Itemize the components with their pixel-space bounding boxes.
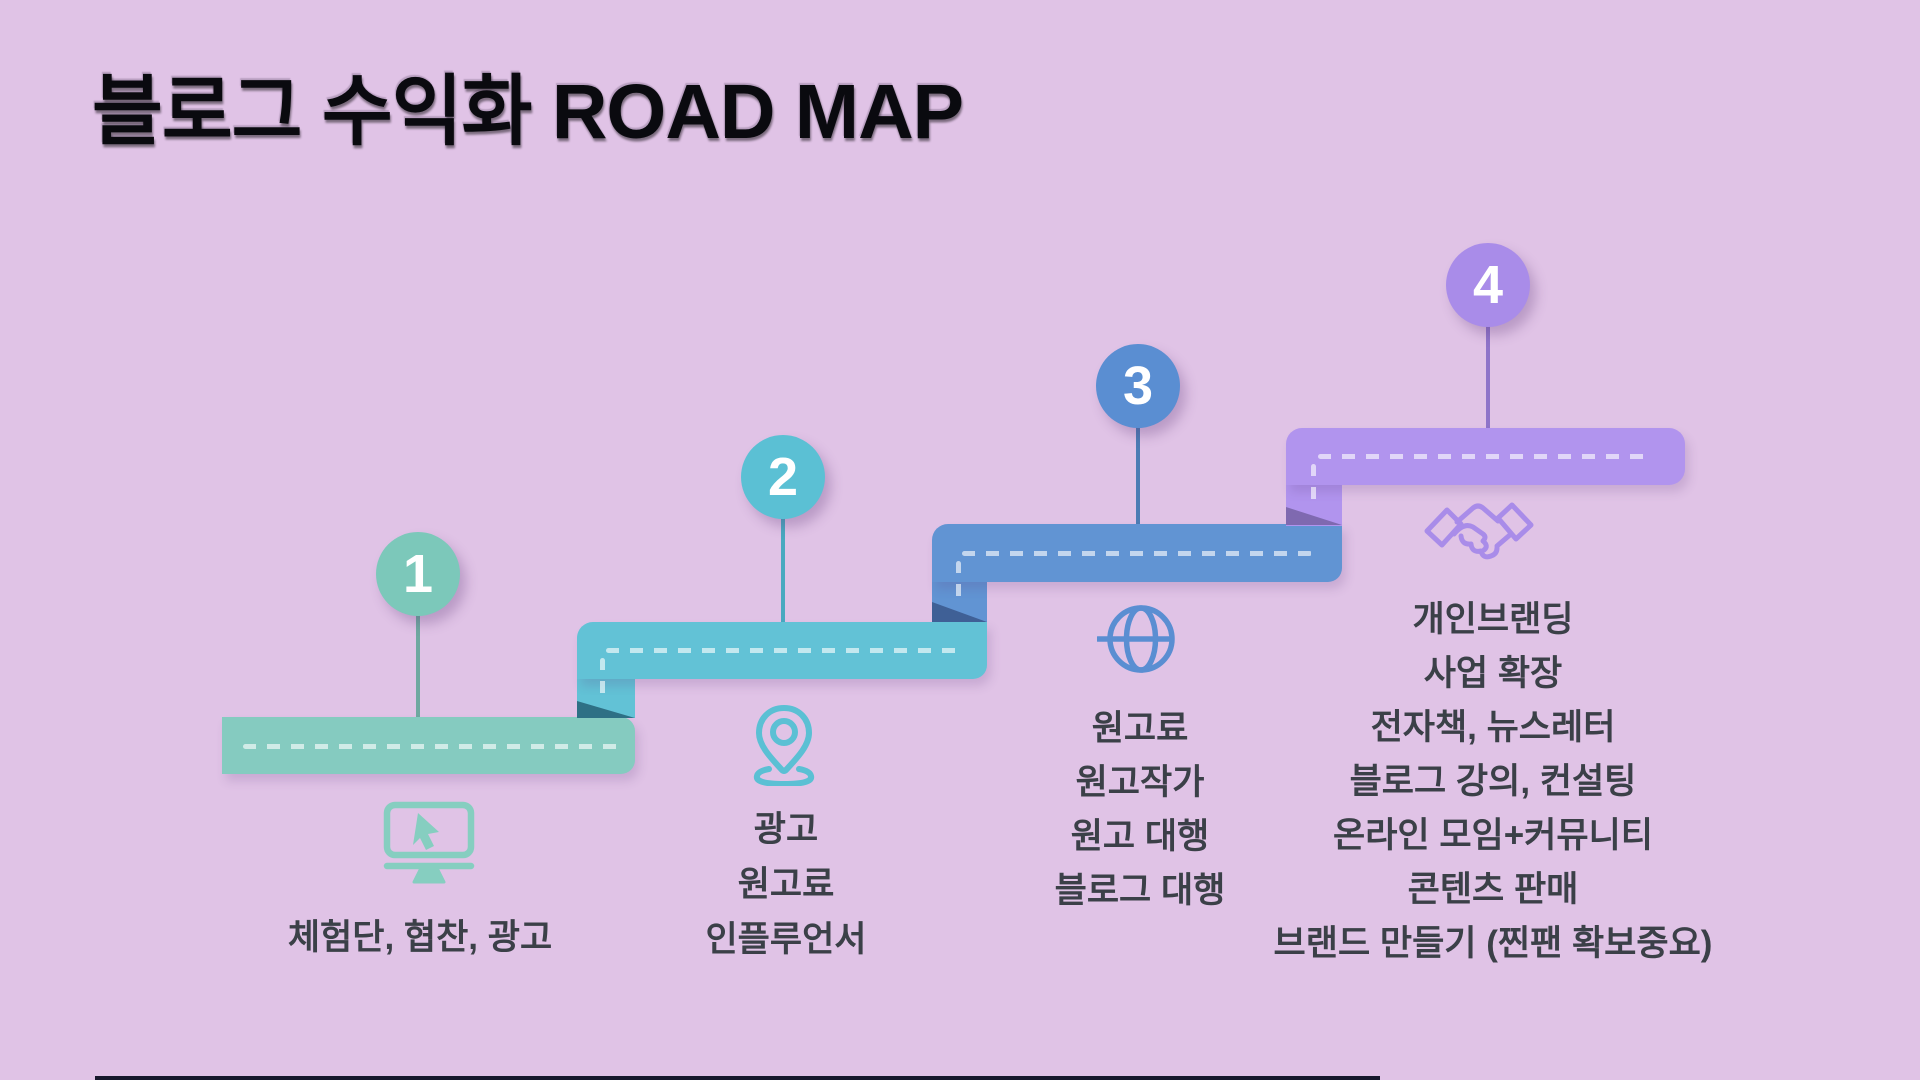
step-4-road-dashes	[1318, 454, 1654, 459]
globe-icon	[1097, 605, 1175, 673]
bottom-edge-strip	[95, 1076, 1380, 1080]
step-3-riser-dashes	[956, 561, 961, 602]
step-4-label-line: 블로그 강의, 컨설팅	[1349, 762, 1637, 801]
step-3-label: 원고료 원고작가 원고 대행 블로그 대행	[940, 702, 1340, 918]
step-1-road-dashes	[243, 744, 621, 749]
step-4-label-line: 개인브랜딩	[1412, 600, 1574, 639]
step-4-label-line: 콘텐츠 판매	[1407, 870, 1579, 909]
step-4-stem-line	[1486, 326, 1490, 429]
location-pin-icon	[753, 705, 815, 786]
step-4-number-badge: 4	[1446, 243, 1530, 327]
step-1-stem-line	[416, 614, 420, 718]
step-4-label-line: 전자책, 뉴스레터	[1370, 708, 1616, 747]
step-2-label-line: 인플루언서	[705, 920, 867, 959]
step-2-road-dashes	[606, 648, 958, 653]
page-title: 블로그 수익화 ROAD MAP	[92, 69, 964, 155]
step-4-label-line: 사업 확장	[1423, 654, 1563, 693]
step-3-label-line: 블로그 대행	[1054, 871, 1226, 910]
step-2-number-badge: 2	[741, 435, 825, 519]
step-3-label-line: 원고작가	[1075, 763, 1205, 802]
cursor-arrow-icon	[413, 813, 439, 850]
step-3-stem-line	[1136, 424, 1140, 526]
step-2-riser-dashes	[600, 658, 605, 702]
step-1-label: 체험단, 협찬, 광고	[200, 910, 640, 966]
step-4-label-line: 브랜드 만들기 (찐팬 확보중요)	[1273, 924, 1713, 963]
handshake-icon	[1424, 502, 1534, 560]
step-2-label-line: 광고	[753, 810, 819, 849]
step-2-number: 2	[767, 447, 799, 507]
step-1-number-badge: 1	[376, 532, 460, 616]
step-3-number: 3	[1122, 356, 1154, 416]
step-2-label-line: 원고료	[737, 865, 835, 904]
step-4-number: 4	[1472, 255, 1504, 315]
step-4-riser-dashes	[1311, 464, 1316, 506]
step-1-label-line: 체험단, 협찬, 광고	[287, 918, 553, 957]
monitor-cursor-icon	[383, 801, 475, 884]
step-2-label: 광고 원고료 인플루언서	[586, 802, 986, 967]
step-4-label-line: 온라인 모임+커뮤니티	[1333, 816, 1653, 855]
step-3-label-line: 원고 대행	[1070, 817, 1210, 856]
step-3-road-dashes	[962, 551, 1312, 556]
step-4-label: 개인브랜딩 사업 확장 전자책, 뉴스레터 블로그 강의, 컨설팅 온라인 모임…	[1258, 593, 1728, 971]
step-2-stem-line	[781, 517, 785, 623]
step-1-number: 1	[402, 544, 434, 604]
step-3-label-line: 원고료	[1091, 709, 1189, 748]
step-3-number-badge: 3	[1096, 344, 1180, 428]
